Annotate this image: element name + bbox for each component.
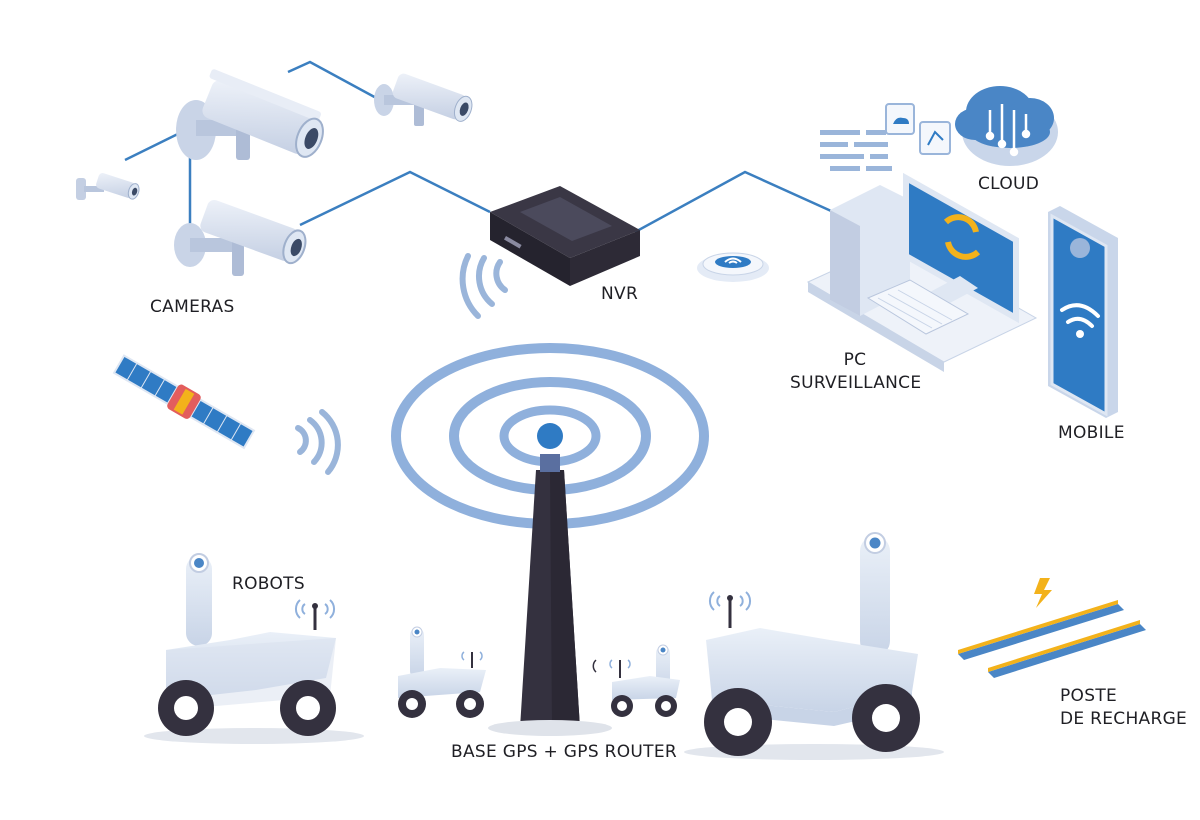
cameras-label: CAMERAS bbox=[150, 297, 235, 317]
lightning-icon bbox=[1034, 578, 1052, 608]
nvr-icon bbox=[490, 186, 640, 286]
smartphone-icon bbox=[1048, 206, 1118, 418]
pc-surveillance-label: PC SURVEILLANCE bbox=[790, 350, 922, 393]
antenna-tower-icon bbox=[391, 343, 709, 736]
camera-icon bbox=[176, 69, 324, 160]
robots-label: ROBOTS bbox=[232, 574, 305, 594]
charging-station-label: POSTE DE RECHARGE bbox=[1060, 686, 1187, 729]
charging-rail-icon bbox=[958, 600, 1146, 678]
cloud-label: CLOUD bbox=[978, 174, 1040, 194]
nvr-label: NVR bbox=[601, 284, 639, 304]
robot-icon bbox=[684, 532, 944, 760]
poste-label-line2: DE RECHARGE bbox=[1060, 709, 1188, 729]
camera-icon bbox=[374, 73, 473, 126]
robot-icon bbox=[398, 626, 486, 718]
base-gps-label: BASE GPS + GPS ROUTER bbox=[451, 742, 677, 762]
robot-icon bbox=[144, 553, 364, 744]
cloud-icon bbox=[955, 86, 1058, 166]
mobile-label: MOBILE bbox=[1058, 423, 1125, 443]
camera-icon bbox=[174, 199, 307, 276]
camera-icon bbox=[76, 173, 140, 200]
wifi-icon bbox=[697, 252, 769, 282]
pc-label-line2: SURVEILLANCE bbox=[790, 373, 922, 393]
robot-icon bbox=[592, 644, 680, 717]
wifi-icon bbox=[459, 253, 508, 319]
wifi-icon bbox=[295, 409, 341, 475]
poste-label-line1: POSTE bbox=[1060, 686, 1118, 706]
satellite-icon bbox=[112, 354, 256, 450]
pc-label-line1: PC bbox=[843, 350, 867, 370]
pc-icon bbox=[806, 103, 1038, 372]
